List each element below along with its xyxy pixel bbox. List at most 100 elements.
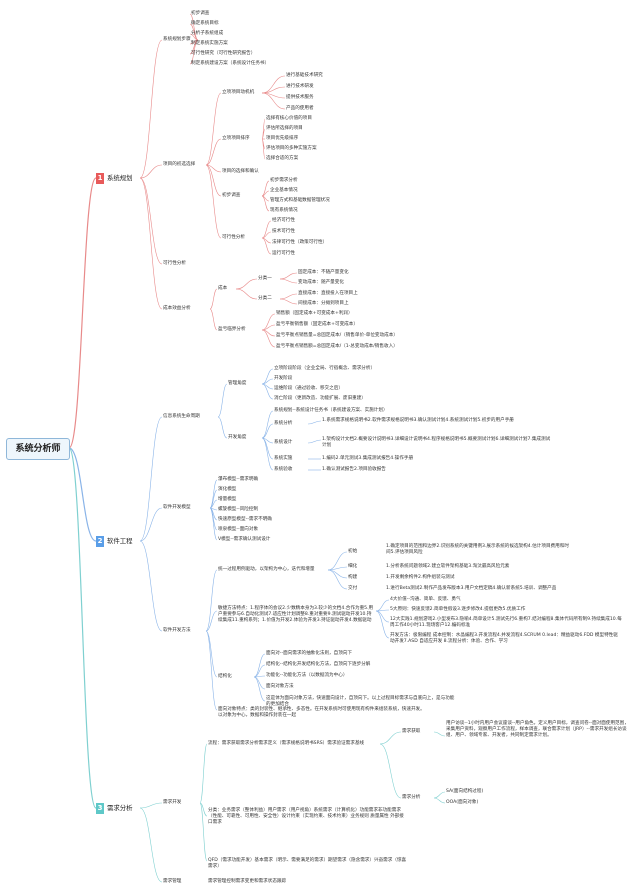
node-breakeven-item: 销售额（固定成本+可变成本+利润） xyxy=(276,311,353,316)
connector-line xyxy=(379,743,402,799)
node-dev-methods: 软件开发方法 xyxy=(163,628,191,633)
node-breakeven-item: 盈亏平衡点销售量=总固定成本/（销售单价-单位变动成本） xyxy=(276,333,398,338)
connector-line xyxy=(261,75,286,94)
node-reuse-note: 面向对象特点：类的封装性、继承性、多态性。在开发系统时可使用现有构件来组装系统，… xyxy=(218,707,425,718)
node-structured: 结构化 xyxy=(218,674,232,679)
connector-line xyxy=(261,423,274,439)
node-elicit: 需求获取 xyxy=(402,729,421,734)
connector-line xyxy=(253,676,266,690)
connector-line xyxy=(261,383,274,400)
node-process-model: 喷泉模型--面向对象 xyxy=(218,527,259,532)
connector-line xyxy=(209,288,218,310)
connector-line xyxy=(261,329,276,348)
node-cost-item: 变动成本：随产量变化 xyxy=(298,280,344,285)
connector-line xyxy=(139,39,163,179)
node-dev-value: 1.确认测试报告2.项目验收报告 xyxy=(322,467,386,472)
node-feasibility-item: 技术可行性 xyxy=(272,229,295,234)
connector-line xyxy=(139,807,163,883)
connector-line xyxy=(139,177,163,265)
node-up-phase-value: 1.分析系统问题领域2.建立软件架构基础3.淘汰最高风险元素 xyxy=(386,564,510,569)
connector-line xyxy=(279,293,298,300)
node-plan-step: 确定系统目标 xyxy=(191,21,219,26)
node-confirm: 项目的选择和确认 xyxy=(222,169,259,174)
connector-line xyxy=(217,383,228,418)
node-process-model: 演化模型 xyxy=(218,487,237,492)
node-up-intro: 统一过程用例驱动，以架构为中心，迭代和增量 xyxy=(218,567,315,572)
node-dev-key: 系统验收 xyxy=(274,467,293,472)
connector-line xyxy=(253,664,266,678)
node-cost-benefit: 成本效益分析 xyxy=(163,306,191,311)
connector-line xyxy=(279,278,298,284)
node-dev-key: 系统分析 xyxy=(274,421,293,426)
node-plan-step: 分析子系统组成 xyxy=(191,31,224,36)
node-feasibility: 可行性分析 xyxy=(222,235,245,240)
node-motivation-item: 进行技术研发 xyxy=(286,84,314,89)
node-up-phase: 初始 xyxy=(348,549,358,554)
node-process-model: V模型--需求确认测试设计 xyxy=(218,537,271,542)
section-number: 1 xyxy=(96,173,104,184)
node-sorting-item: 选择有核心价值的项目 xyxy=(266,116,312,121)
node-plan-step: 制定系统建设方案（系统设计任务书） xyxy=(191,61,270,66)
connector-line xyxy=(139,802,163,809)
connector-line xyxy=(139,507,163,542)
node-agile-item: 12大实践1.规划游戏2.小型发布3.隐喻4.简单设计5.测试先行6.重构7.结… xyxy=(390,617,622,628)
connector-line xyxy=(433,731,446,737)
node-up-phase-value: 1.开发剩余构件2.构件组装与测试 xyxy=(386,575,455,580)
connector-line xyxy=(327,551,348,571)
connector-line xyxy=(327,569,348,579)
connector-line xyxy=(205,92,222,166)
node-prelim-item: 管理方式和基础数据管理状况 xyxy=(270,198,330,203)
connector-line xyxy=(139,177,163,310)
node-dev-view: 开发角度 xyxy=(228,435,247,440)
node-up-phase: 交付 xyxy=(348,586,358,591)
connector-line xyxy=(261,437,274,444)
node-req-mgmt: 需求管理 xyxy=(163,879,182,884)
node-up-phase-value: 1.确定项目的范围和边界2.识别系统的关键用例3.展示系统的候选架构4.估计项目… xyxy=(386,544,569,555)
connector-line xyxy=(261,92,286,110)
connector-line xyxy=(253,653,266,678)
connector-line xyxy=(307,420,322,425)
node-feasibility-item: 经济可行性 xyxy=(272,218,295,223)
node-prelim: 初步调查 xyxy=(222,193,241,198)
node-mgmt-view: 管理角度 xyxy=(228,381,247,386)
node-analysis-item: SA(面向结构过程) xyxy=(446,789,484,794)
node-dev-key: 系统设计 xyxy=(274,440,293,445)
node-up-phase: 构建 xyxy=(348,575,358,580)
connector-line xyxy=(235,288,258,300)
section-number: 3 xyxy=(96,803,104,814)
node-structured-item: 面向对--面向需求的抽象化法则，自顶向下 xyxy=(266,651,353,656)
node-process-note: 流程：需求获取需求分析需求定义（需求规格说明书SRS）需求验证需求基线 xyxy=(208,741,365,746)
node-breakeven-item: 盈亏平衡销售额（固定成本+可变成本） xyxy=(276,322,358,327)
connector-line xyxy=(307,439,322,444)
connector-line xyxy=(261,313,276,331)
node-dev-value: 1.架构设计文档2.概要设计说明书3.详细设计说明书4.程序规格说明书5.概要测… xyxy=(322,437,551,448)
connector-line xyxy=(68,447,97,542)
node-structured-item: 功能化--功能化方法（以数据流为中心） xyxy=(266,673,348,678)
node-dev-value: 1.系统需求规格说明书2.软件需求规格说明书3.确认测试计划4.系统测试计划5.… xyxy=(322,418,514,423)
node-process-models: 软件开发模型 xyxy=(163,505,191,510)
connector-line xyxy=(189,39,199,65)
node-motivation-item: 产品的使用者 xyxy=(286,106,314,111)
node-plan-step: 初步调查 xyxy=(191,11,210,16)
node-prelim-item: 初步需求分析 xyxy=(270,178,298,183)
node-plan-steps: 系统规划步骤 xyxy=(163,37,191,42)
connector-line xyxy=(68,177,97,449)
node-project-selection: 项目的初选选择 xyxy=(163,162,196,167)
connector-line xyxy=(205,164,222,173)
node-dev-key: 系统实施 xyxy=(274,456,293,461)
connector-line xyxy=(139,164,163,179)
connector-line xyxy=(327,569,348,590)
node-breakeven-item: 盈亏平衡点销售额=总固定成本/（1-总变动成本/销售收入） xyxy=(276,344,398,349)
node-process-model: 螺旋模型--风险控制 xyxy=(218,507,259,512)
connector-line xyxy=(205,164,222,197)
connector-line xyxy=(433,791,446,799)
node-motivation-item: 提供技术服务 xyxy=(286,95,314,100)
node-sorting-item: 评估项目的多种实施方案 xyxy=(266,146,317,151)
connector-line xyxy=(139,416,163,542)
connector-line xyxy=(375,610,390,639)
node-analysis-item: OOA(面向对象) xyxy=(446,800,479,805)
connector-line xyxy=(235,278,258,290)
node-prelim-item: 现有系统情况 xyxy=(270,208,298,213)
node-motivation-item: 进行基础技术研究 xyxy=(286,73,323,78)
